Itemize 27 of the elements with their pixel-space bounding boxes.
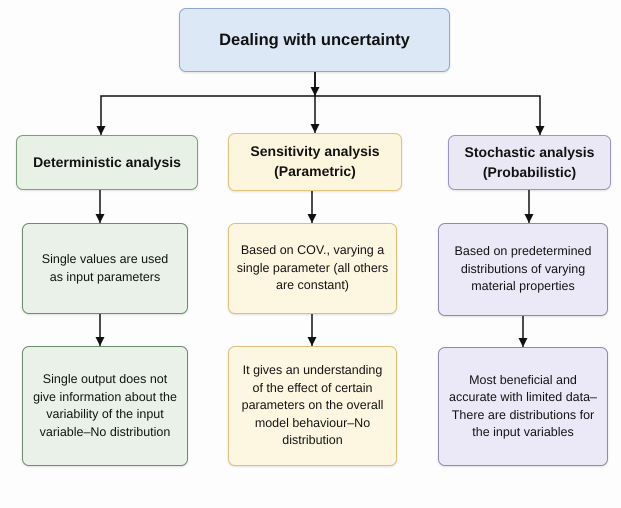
process-box	[22, 223, 188, 314]
box-text: Based on predetermined distributions of varying material properties	[454, 243, 592, 296]
box-text: Based on COV., varying a single parameter (all others are constant)	[236, 242, 390, 294]
category-box	[228, 133, 402, 191]
arrow	[308, 191, 316, 223]
box-heading: Dealing with uncertainty	[219, 30, 410, 50]
box-text: Single output does not give information about the variability of the input variable–No distribution	[32, 371, 178, 440]
process-box	[22, 346, 188, 466]
arrow	[308, 314, 316, 346]
arrow	[518, 316, 528, 347]
box-text: Most beneficial and accurate with limited data–There are distributions for the input variables	[448, 372, 598, 441]
box-heading: Stochastic analysis (Probabilistic)	[464, 142, 596, 182]
arrow	[96, 314, 104, 346]
category-box	[16, 135, 198, 190]
process-box	[228, 346, 397, 466]
box-heading: Deterministic analysis	[33, 152, 181, 172]
category-box	[448, 135, 611, 190]
box-heading: Sensitivity analysis (Parametric)	[249, 142, 381, 181]
process-box	[228, 223, 397, 314]
process-box	[438, 223, 608, 316]
title-box	[179, 8, 450, 72]
box-text: It gives an understanding of the effect of certain parameters on the overall model behaviour–No distribution	[240, 362, 384, 450]
arrow	[524, 190, 534, 223]
box-text: Single values are used as input parameters	[40, 251, 170, 286]
arrow	[96, 190, 104, 223]
arrow	[314, 72, 544, 135]
process-box	[438, 347, 608, 466]
